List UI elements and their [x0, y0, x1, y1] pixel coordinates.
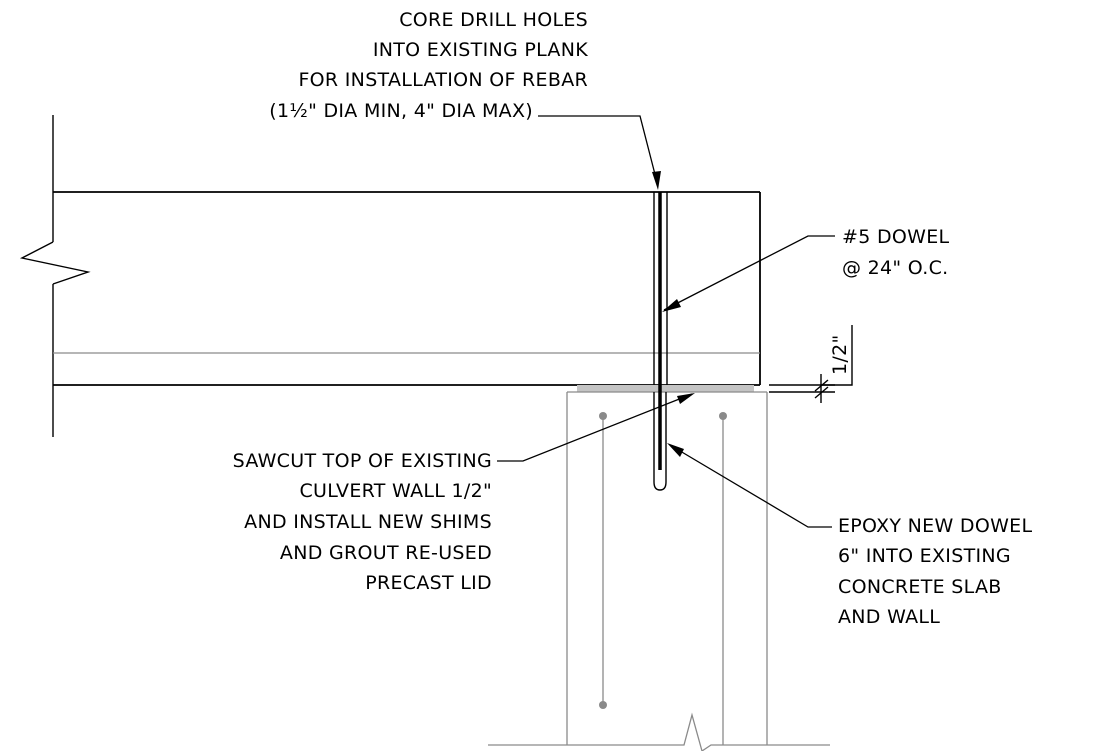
- note-line: PRECAST LID: [365, 572, 492, 594]
- culvert-wall: [566, 391, 768, 745]
- dowel-bar: [653, 192, 668, 491]
- note-line: 6" INTO EXISTING: [838, 545, 1011, 567]
- leader-arrowhead: [662, 299, 681, 312]
- core-drill-note: CORE DRILL HOLES INTO EXISTING PLANK FOR…: [269, 9, 661, 190]
- wall-break-line: [488, 712, 830, 751]
- note-line: @ 24" O.C.: [842, 257, 949, 279]
- leader-arrowhead: [667, 443, 684, 457]
- note-line: FOR INSTALLATION OF REBAR: [298, 69, 588, 91]
- leader-arrowhead: [677, 393, 695, 404]
- note-line: AND WALL: [838, 606, 940, 628]
- note-line: CULVERT WALL 1/2": [299, 480, 492, 502]
- rebar-dot: [599, 412, 607, 420]
- rebar-dot: [599, 701, 607, 709]
- dowel-note: #5 DOWEL @ 24" O.C.: [662, 226, 950, 312]
- plank-break-line: [19, 115, 91, 437]
- note-line: CORE DRILL HOLES: [399, 9, 588, 31]
- note-line: SAWCUT TOP OF EXISTING: [233, 450, 492, 472]
- note-line: AND INSTALL NEW SHIMS: [244, 511, 492, 533]
- note-line: (1½" DIA MIN, 4" DIA MAX): [269, 100, 533, 122]
- rebar-dot: [719, 412, 727, 420]
- note-line: #5 DOWEL: [842, 226, 950, 248]
- note-line: INTO EXISTING PLANK: [373, 39, 588, 61]
- sawcut-note: SAWCUT TOP OF EXISTING CULVERT WALL 1/2"…: [233, 393, 695, 594]
- leader-arrowhead: [652, 171, 661, 190]
- note-line: EPOXY NEW DOWEL: [838, 515, 1032, 537]
- dimension-label: 1/2": [829, 334, 851, 375]
- dimension-half-inch: 1/2": [769, 325, 853, 403]
- shim-grout-bed: [577, 385, 754, 392]
- note-line: CONCRETE SLAB: [838, 576, 1002, 598]
- epoxy-note: EPOXY NEW DOWEL 6" INTO EXISTING CONCRET…: [667, 443, 1032, 628]
- note-line: AND GROUT RE-USED: [280, 542, 492, 564]
